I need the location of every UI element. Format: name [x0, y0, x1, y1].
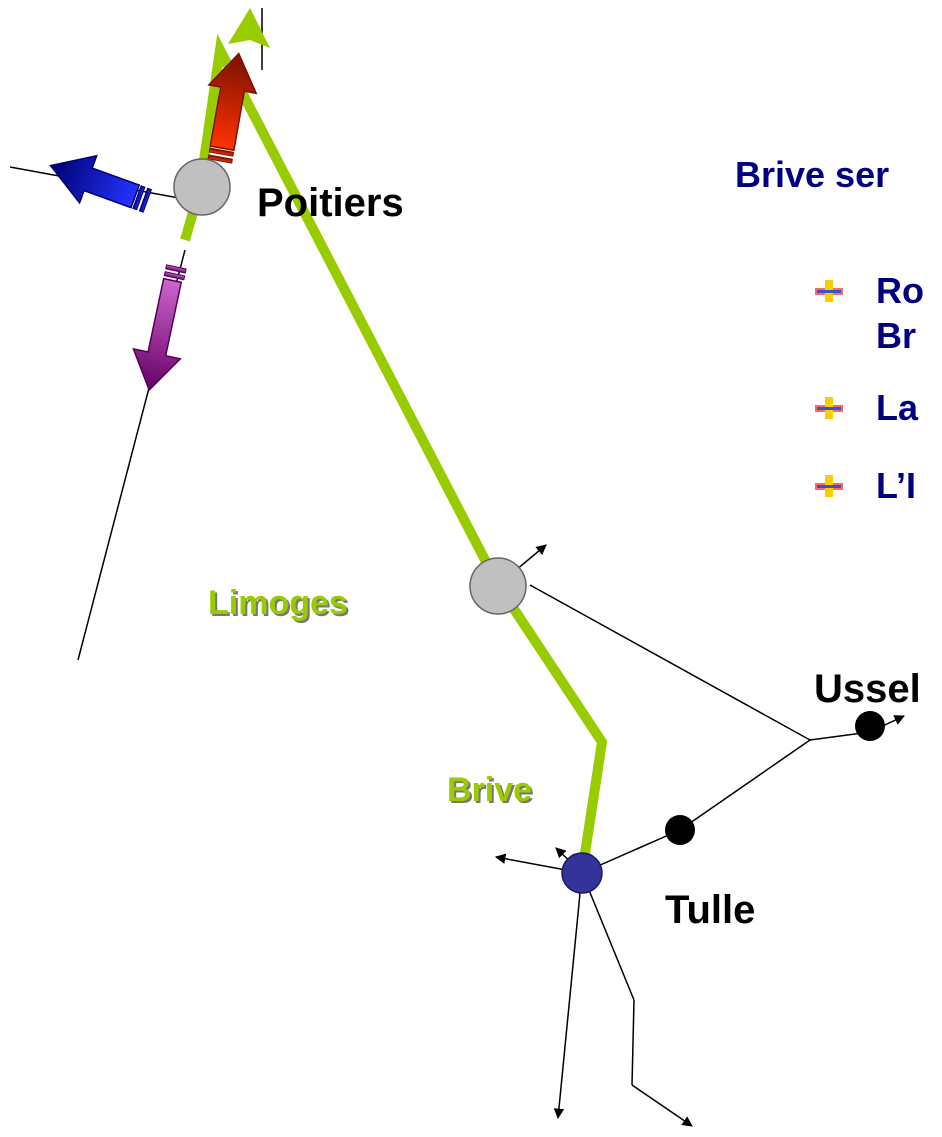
bullet-icon	[815, 397, 843, 419]
line-brive-southeast-a	[581, 872, 635, 1001]
node-limoges	[469, 557, 527, 615]
main-line-arrow-icon	[228, 8, 270, 48]
node-brive	[561, 852, 603, 894]
line-brive-south	[553, 872, 583, 1120]
bullet-icon	[815, 280, 843, 302]
line-junction-tulle	[679, 739, 811, 831]
line-limoges-ussel	[529, 584, 811, 741]
city-label-limoges: Limoges	[208, 584, 348, 622]
city-label-ussel: Ussel	[814, 667, 921, 711]
bullet-icon	[815, 475, 843, 497]
line-brive-southeast-c	[631, 1084, 693, 1127]
node-poitiers	[173, 158, 231, 216]
bullet-text-2: La	[876, 387, 919, 428]
panel-heading: Brive ser	[735, 154, 890, 195]
main-line	[180, 33, 608, 874]
line-brive-southeast-b	[631, 999, 635, 1086]
arrow-icon-purple	[132, 264, 187, 392]
arrow-icon-red	[207, 52, 258, 164]
bullet-text-1b: Br	[876, 315, 917, 356]
node-tulle	[665, 815, 695, 845]
bullet-text-1: Ro	[876, 270, 924, 311]
node-ussel	[855, 711, 885, 741]
city-label-brive: Brive	[447, 771, 533, 809]
city-label-tulle: Tulle	[665, 888, 756, 932]
city-label-poitiers: Poitiers	[257, 181, 404, 225]
bullet-text-3: L’I	[876, 465, 917, 506]
arrow-icon-blue	[49, 154, 153, 213]
